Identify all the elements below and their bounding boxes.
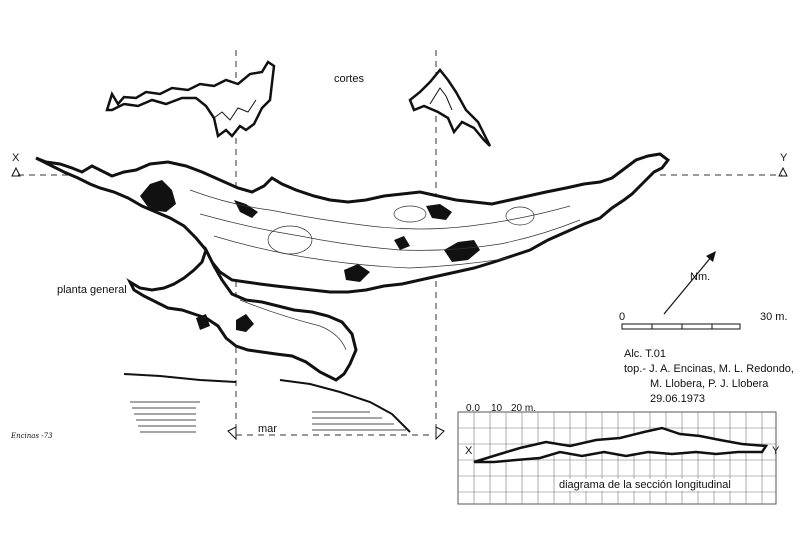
author-signature: Encinas -73 (11, 432, 53, 440)
marker-mar-left (227, 426, 237, 441)
section-markers (11, 166, 788, 441)
scale-bar (621, 323, 741, 330)
diagram-y-label: Y (772, 445, 780, 457)
cortes-label: cortes (334, 73, 364, 85)
cave-plan (35, 152, 671, 382)
boulder-fill-6 (394, 236, 410, 250)
marker-y-right (778, 166, 788, 177)
scale-start-label: 0 (619, 311, 626, 323)
scale-end-label: 30 m. (760, 311, 788, 323)
diagram-caption: diagrama de la sección longitudinal (556, 479, 734, 491)
boulder-fill-4 (444, 240, 480, 262)
boulder-fill-5 (344, 264, 370, 282)
north-arrow-icon (706, 251, 716, 262)
coastline-profile (123, 373, 411, 433)
boulder-fill-1 (140, 180, 176, 212)
marker-x-left (11, 166, 21, 177)
credits-line1: top.- J. A. Encinas, M. L. Redondo, (624, 363, 794, 375)
credits-code: Alc. T.01 (624, 348, 666, 360)
diagram-x-label: X (465, 445, 473, 457)
cross-section-right (408, 68, 492, 147)
boulder-fill-3 (426, 204, 452, 220)
diagram-tick-20: 20 m. (511, 403, 537, 414)
mar-label: mar (258, 423, 277, 435)
section-y-label: Y (780, 152, 788, 164)
diagram-tick-0: 0.0 (466, 403, 480, 414)
section-x-label: X (12, 152, 20, 164)
credits-line2: M. Llobera, P. J. Llobera (650, 378, 769, 390)
credits-date: 29.06.1973 (650, 393, 706, 405)
boulder-fill-8 (196, 314, 210, 330)
diagram-tick-10: 10 (491, 403, 503, 414)
longitudinal-profile (473, 426, 769, 464)
north-label: Nm. (690, 271, 711, 283)
longitudinal-diagram (457, 411, 777, 505)
boulder-fill-7 (236, 314, 254, 332)
cross-section-left (105, 60, 276, 139)
marker-mar-right (435, 426, 445, 441)
north-arrow (663, 251, 716, 315)
survey-credits: Alc. T.01 top.- J. A. Encinas, M. L. Red… (624, 347, 794, 407)
planta-general-label: planta general (57, 284, 127, 296)
